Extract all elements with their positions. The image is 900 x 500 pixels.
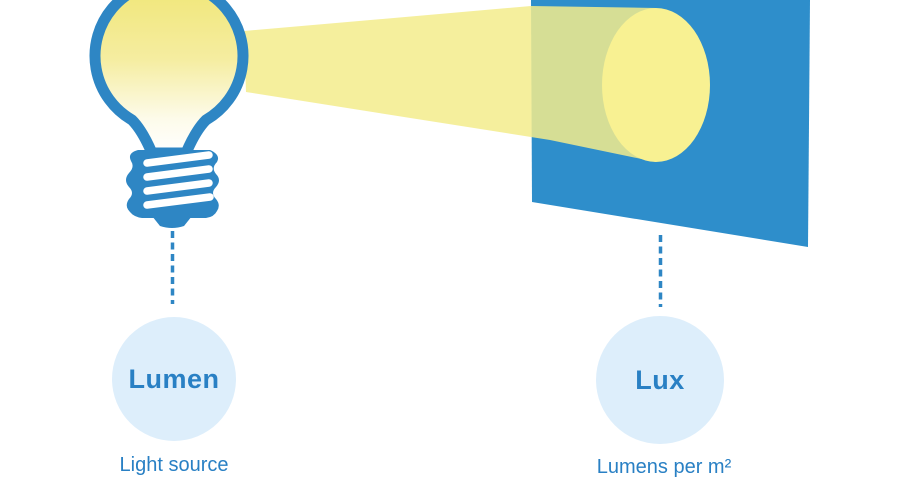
lumen-term-label: Lumen [128, 363, 220, 394]
light-bulb-icon [89, 0, 249, 228]
light-spot-ellipse [602, 8, 710, 162]
screw-thread [143, 151, 213, 167]
bulb-contact-tip [152, 216, 192, 228]
screw-thread [143, 193, 214, 209]
screw-thread [143, 165, 213, 181]
lumen-caption: Light source [119, 454, 229, 476]
lux-caption: Lumens per m² [596, 456, 732, 478]
lux-bubble: Lux [596, 316, 724, 444]
bulb-glass [89, 0, 249, 159]
lumen-bubble: Lumen [112, 317, 236, 441]
lux-term-label: Lux [635, 364, 685, 395]
screw-thread [143, 179, 213, 195]
light-beam-shape [244, 6, 656, 162]
